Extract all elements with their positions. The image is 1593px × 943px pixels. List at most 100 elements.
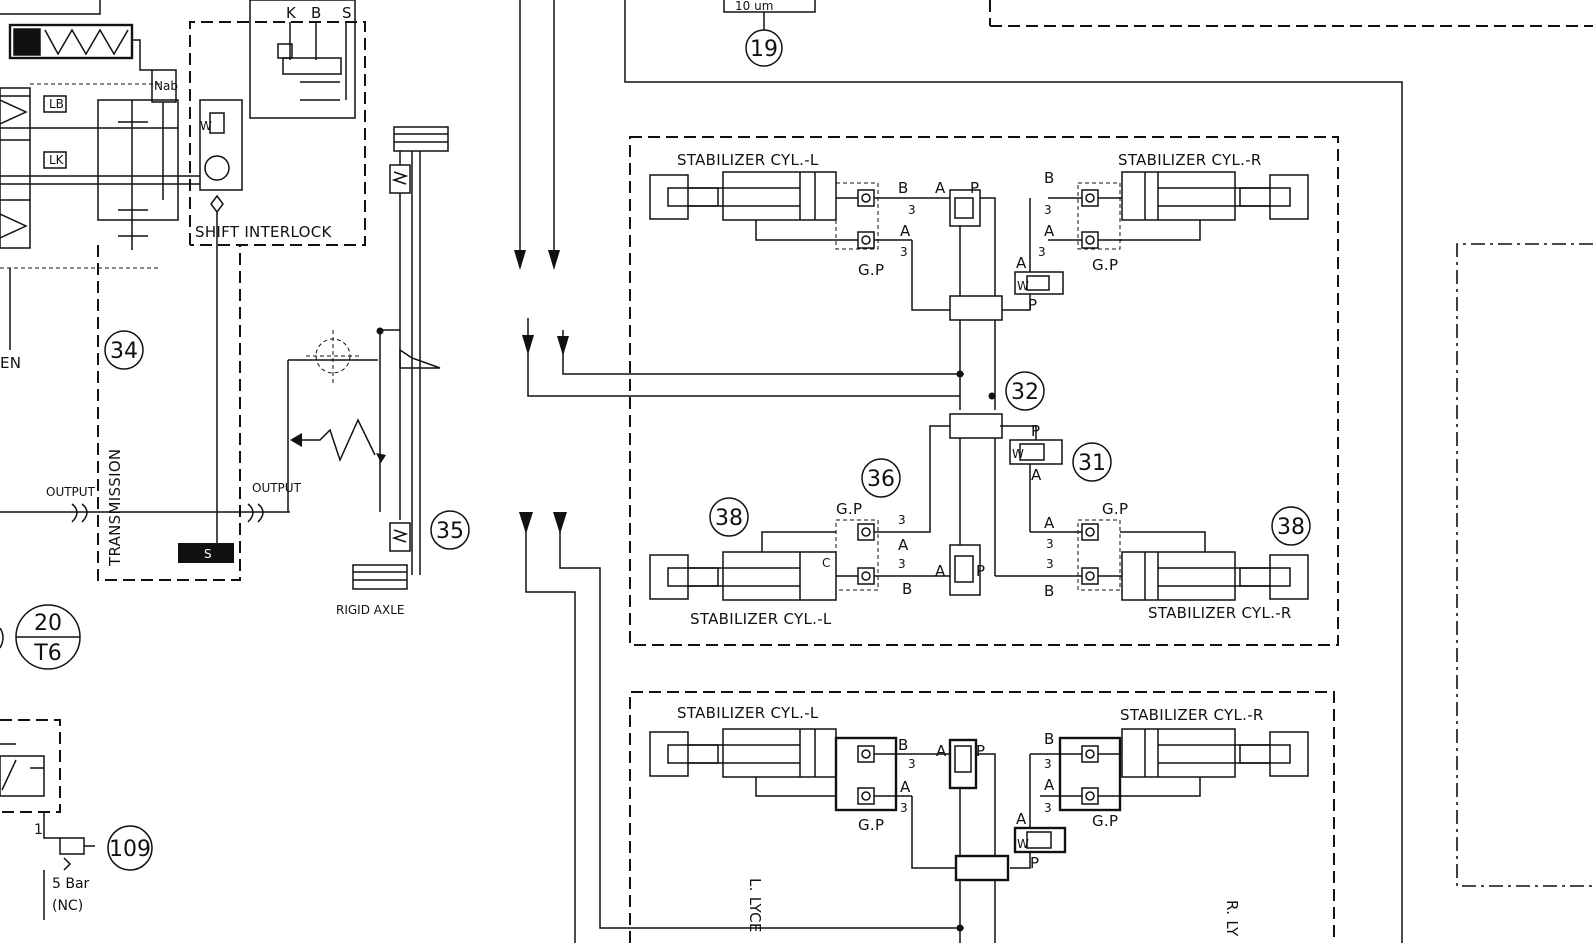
- lk-label: LK: [49, 153, 65, 167]
- directional-valve-lower-top: A P: [911, 738, 996, 943]
- stabilizer-cylinder-lower-right: STABILIZER CYL.-R: [1120, 706, 1309, 797]
- w-valve-right: W: [1017, 279, 1029, 293]
- stab-r-top-label: STABILIZER CYL.-R: [1118, 151, 1262, 169]
- port-a-br: A: [1044, 514, 1055, 532]
- port-p-lower-valve: P: [976, 742, 985, 760]
- callout-31-number: 31: [1078, 451, 1106, 476]
- stabilizer-cylinder-top-left: STABILIZER CYL.-L: [649, 151, 837, 221]
- port-p-valve-top: P: [970, 179, 979, 197]
- pressure-switch-assembly: 1 5 Bar (NC): [0, 719, 95, 920]
- transmission-label: TRANSMISSION: [106, 449, 124, 567]
- directional-valve-bottom: A P: [935, 438, 996, 596]
- stab-l-top-label: STABILIZER CYL.-L: [677, 151, 819, 169]
- kbs-b-label: B: [311, 4, 322, 22]
- callout-34: 34: [104, 330, 144, 370]
- orifice-br-2: 3: [1046, 557, 1054, 571]
- filter-rating-label: 10 um: [735, 0, 773, 13]
- orifice-tr-1: 3: [1044, 203, 1052, 217]
- en-fragment-label: EN: [0, 354, 21, 372]
- callout-36-number: 36: [867, 467, 895, 492]
- port-b-bl: B: [902, 580, 913, 598]
- callout-35: 35: [430, 510, 470, 550]
- solenoid-s-label: S: [204, 547, 212, 561]
- directional-valve-middle: W P A: [1000, 422, 1063, 532]
- rigid-axle-label: RIGID AXLE: [336, 603, 404, 617]
- port-a-valve-right: A: [1016, 254, 1027, 272]
- stab-l-lower-label: STABILIZER CYL.-L: [677, 704, 819, 722]
- l-lyc-label: L. LYCE: [746, 878, 764, 933]
- directional-valve-lower-right: W A P: [1010, 754, 1067, 872]
- nab-label: Nab: [154, 79, 178, 93]
- port-b-ll: B: [898, 736, 909, 754]
- gp-bl-label: G.P: [836, 500, 862, 518]
- stabilizer-cylinder-bottom-right: STABILIZER CYL.-R: [1120, 531, 1309, 622]
- w-lower-valve: W: [1017, 837, 1029, 851]
- callout-32: 32: [1005, 371, 1045, 411]
- callout-109: 109: [107, 825, 153, 871]
- callout-38-right-number: 38: [1277, 515, 1305, 540]
- pressure-setting-label: 5 Bar: [52, 876, 90, 892]
- frame-lines: [624, 0, 1593, 943]
- orifice-ll-1: 3: [908, 757, 916, 771]
- port-a-ll: A: [900, 778, 911, 796]
- manifold-block-top: [949, 295, 1003, 321]
- flow-lines: [514, 0, 964, 943]
- orifice-bl-2: 3: [898, 557, 906, 571]
- directional-valve-right: W A P: [1000, 198, 1064, 314]
- callout-20-number: 20: [34, 611, 62, 636]
- callout-32-number: 32: [1011, 380, 1039, 405]
- manifold-block-lower: [954, 854, 1010, 882]
- callout-19: 19: [745, 29, 783, 67]
- callout-t6-number: T6: [33, 641, 61, 666]
- orifice-br-1: 3: [1046, 537, 1054, 551]
- stab-r-lower-label: STABILIZER CYL.-R: [1120, 706, 1264, 724]
- port-p-valve-right: P: [1028, 296, 1037, 314]
- port-a-valve-top: A: [935, 179, 946, 197]
- gp-br-label: G.P: [1102, 500, 1128, 518]
- port-a-bl: A: [898, 536, 909, 554]
- port-1-label: 1: [34, 822, 43, 838]
- stabilizer-panel-upper: STABILIZER CYL.-L B 3 A 3 G.P: [629, 136, 1339, 646]
- shift-interlock: SHIFT INTERLOCK W S K B S: [178, 0, 366, 563]
- check-valves-top-left: B 3 A 3 G.P: [755, 179, 950, 279]
- transmission-assembly: Nab LB LK EN TRANSMISSION OUTPUT OUTPUT: [0, 0, 378, 581]
- callout-31: 31: [1072, 442, 1112, 482]
- port-b-br: B: [1044, 582, 1055, 600]
- check-valves-lower-right: B 3 A 3 G.P: [1030, 730, 1122, 830]
- directional-valve-top: A P: [911, 179, 996, 410]
- port-a-valve-middle: A: [1031, 466, 1042, 484]
- callout-38-right: 38: [1271, 506, 1311, 546]
- port-b-tl: B: [898, 179, 909, 197]
- orifice-bl-1: 3: [898, 513, 906, 527]
- port-b-tr: B: [1044, 169, 1055, 187]
- kbs-k-label: K: [286, 4, 297, 22]
- stabilizer-panel-lower: STABILIZER CYL.-L B 3 A 3 G.P STABILIZE: [629, 691, 1335, 943]
- orifice-tl-2: 3: [900, 245, 908, 259]
- callout-19-number: 19: [750, 37, 778, 62]
- output-left-label: OUTPUT: [46, 485, 96, 499]
- shift-interlock-label: SHIFT INTERLOCK: [195, 223, 333, 241]
- callout-34-number: 34: [110, 339, 138, 364]
- check-valves-bottom-left: G.P 3 A 3 B: [835, 500, 950, 598]
- gp-lr-label: G.P: [1092, 812, 1118, 830]
- port-b-lr: B: [1044, 730, 1055, 748]
- stab-r-bottom-label: STABILIZER CYL.-R: [1148, 604, 1292, 622]
- port-a-lr: A: [1044, 776, 1055, 794]
- stab-l-bottom-label: STABILIZER CYL.-L: [690, 610, 832, 628]
- output-right-label: OUTPUT: [252, 481, 302, 495]
- lb-label: LB: [49, 97, 64, 111]
- stabilizer-cylinder-lower-left: STABILIZER CYL.-L: [649, 704, 837, 797]
- orifice-ll-2: 3: [900, 801, 908, 815]
- kbs-s-label: S: [342, 4, 352, 22]
- stabilizer-cylinder-top-right: STABILIZER CYL.-R: [1118, 151, 1309, 221]
- callout-109-number: 109: [109, 837, 151, 862]
- port-a-lower-valve: A: [936, 742, 947, 760]
- callout-38-left: 38: [709, 497, 749, 537]
- orifice-tr-2: 3: [1038, 245, 1046, 259]
- port-a-tl: A: [900, 222, 911, 240]
- gp-ll-label: G.P: [858, 816, 884, 834]
- w-valve-middle: W: [1012, 447, 1024, 461]
- r-lyc-label: R. LY: [1223, 900, 1241, 937]
- port-c-label: C: [822, 556, 830, 570]
